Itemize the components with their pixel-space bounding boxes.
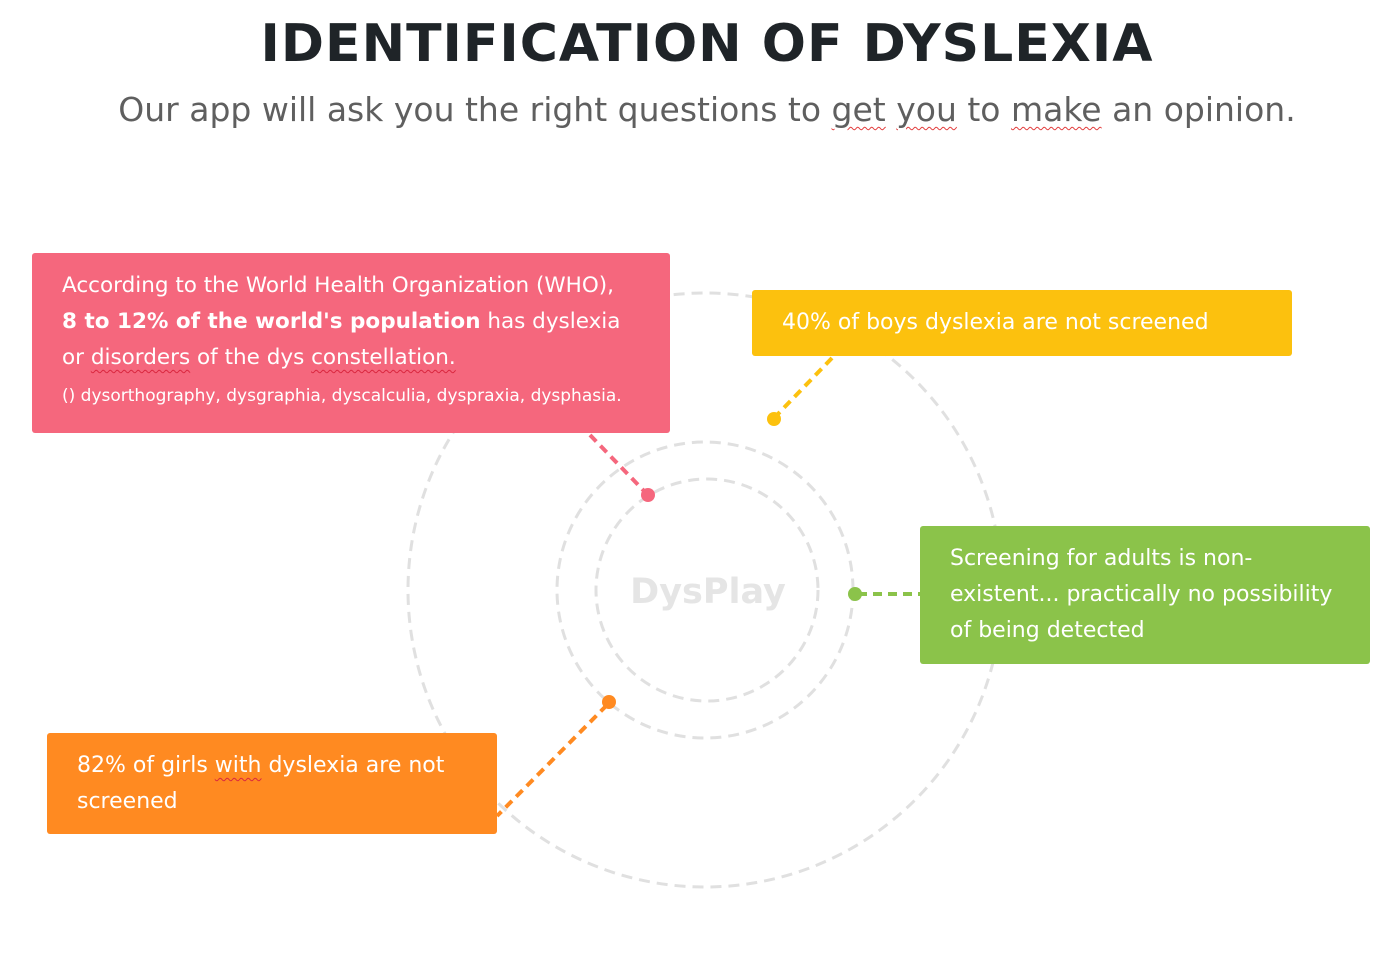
center-label: DysPlay <box>630 572 786 612</box>
who-card-misspelled-word: constellation. <box>311 345 456 370</box>
boys-connector-dot <box>767 412 781 426</box>
subtitle-text: to <box>956 90 1011 129</box>
who-card-line: According to the World Health Organizati… <box>62 273 614 298</box>
adults-card-text: Screening for adults is non-existent... … <box>950 546 1333 643</box>
inner-ring <box>594 477 820 703</box>
who-card-highlight: 8 to 12% of the world's population <box>62 309 481 334</box>
boys-statistic-card: 40% of boys dyslexia are not screened <box>752 290 1292 356</box>
adults-statistic-card: Screening for adults is non-existent... … <box>920 526 1370 664</box>
subtitle-misspelled-word: make <box>1010 90 1102 129</box>
adults-connector-dot <box>848 587 862 601</box>
who-card-text: of the dys <box>190 345 312 370</box>
girls-card-misspelled-word: with <box>214 753 262 778</box>
page-subtitle: Our app will ask you the right questions… <box>0 90 1400 129</box>
girls-statistic-card: 82% of girls with dyslexia are not scree… <box>47 733 497 834</box>
who-card-text: or <box>62 345 91 370</box>
subtitle-misspelled-word: you <box>896 90 957 129</box>
subtitle-text: an opinion. <box>1101 90 1296 129</box>
boys-connector-line <box>774 356 834 418</box>
subtitle-misspelled-word: get <box>831 90 886 129</box>
page-title: IDENTIFICATION OF DYSLEXIA <box>260 14 1154 74</box>
who-card-footnote: () dysorthography, dysgraphia, dyscalcul… <box>62 386 622 406</box>
who-card-line: or disorders of the dys constellation. <box>62 340 650 376</box>
who-card-line: 8 to 12% of the world's population has d… <box>62 304 650 340</box>
who-card-misspelled-word: disorders <box>90 345 191 370</box>
who-card-text: has dyslexia <box>480 309 621 334</box>
girls-card-text-part: 82% of girls <box>77 753 215 778</box>
girls-connector-line <box>495 703 609 818</box>
who-connector-line <box>588 433 648 495</box>
who-connector-dot <box>641 488 655 502</box>
subtitle-text: Our app will ask you the right questions… <box>118 90 832 129</box>
girls-card-text-part: dyslexia are not screened <box>77 753 445 814</box>
who-statistic-card: According to the World Health Organizati… <box>32 253 670 433</box>
girls-card-text: 82% of girls with dyslexia are not scree… <box>77 748 477 820</box>
boys-card-text: 40% of boys dyslexia are not screened <box>782 310 1209 335</box>
girls-connector-dot <box>602 695 616 709</box>
